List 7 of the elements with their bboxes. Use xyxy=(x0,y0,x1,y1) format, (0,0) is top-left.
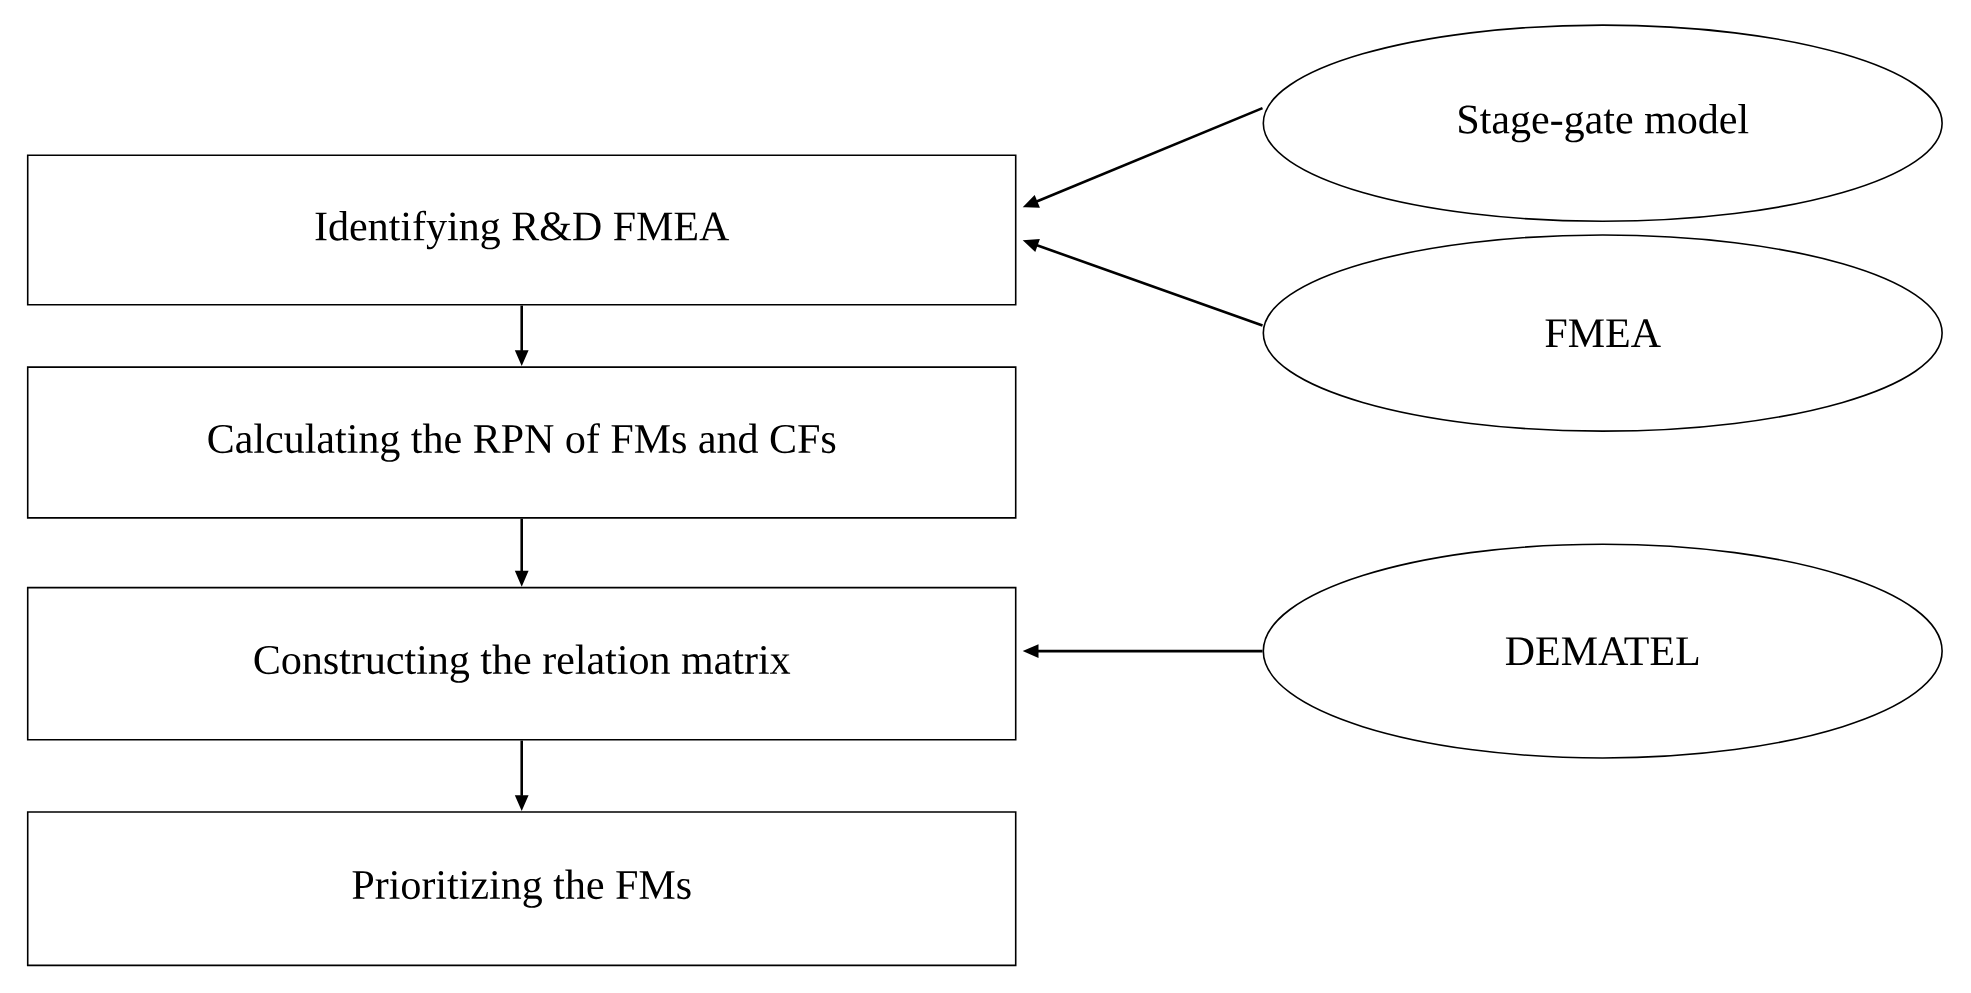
process-box: Constructing the relation matrix xyxy=(26,586,1017,741)
ellipse-node: Stage-gate model xyxy=(1262,24,1943,223)
process-box: Identifying R&D FMEA xyxy=(26,154,1017,306)
process-box: Prioritizing the FMs xyxy=(26,811,1017,967)
process-box: Calculating the RPN of FMs and CFs xyxy=(26,366,1017,519)
ellipse-node: DEMATEL xyxy=(1262,543,1943,759)
ellipse-node: FMEA xyxy=(1262,234,1943,432)
